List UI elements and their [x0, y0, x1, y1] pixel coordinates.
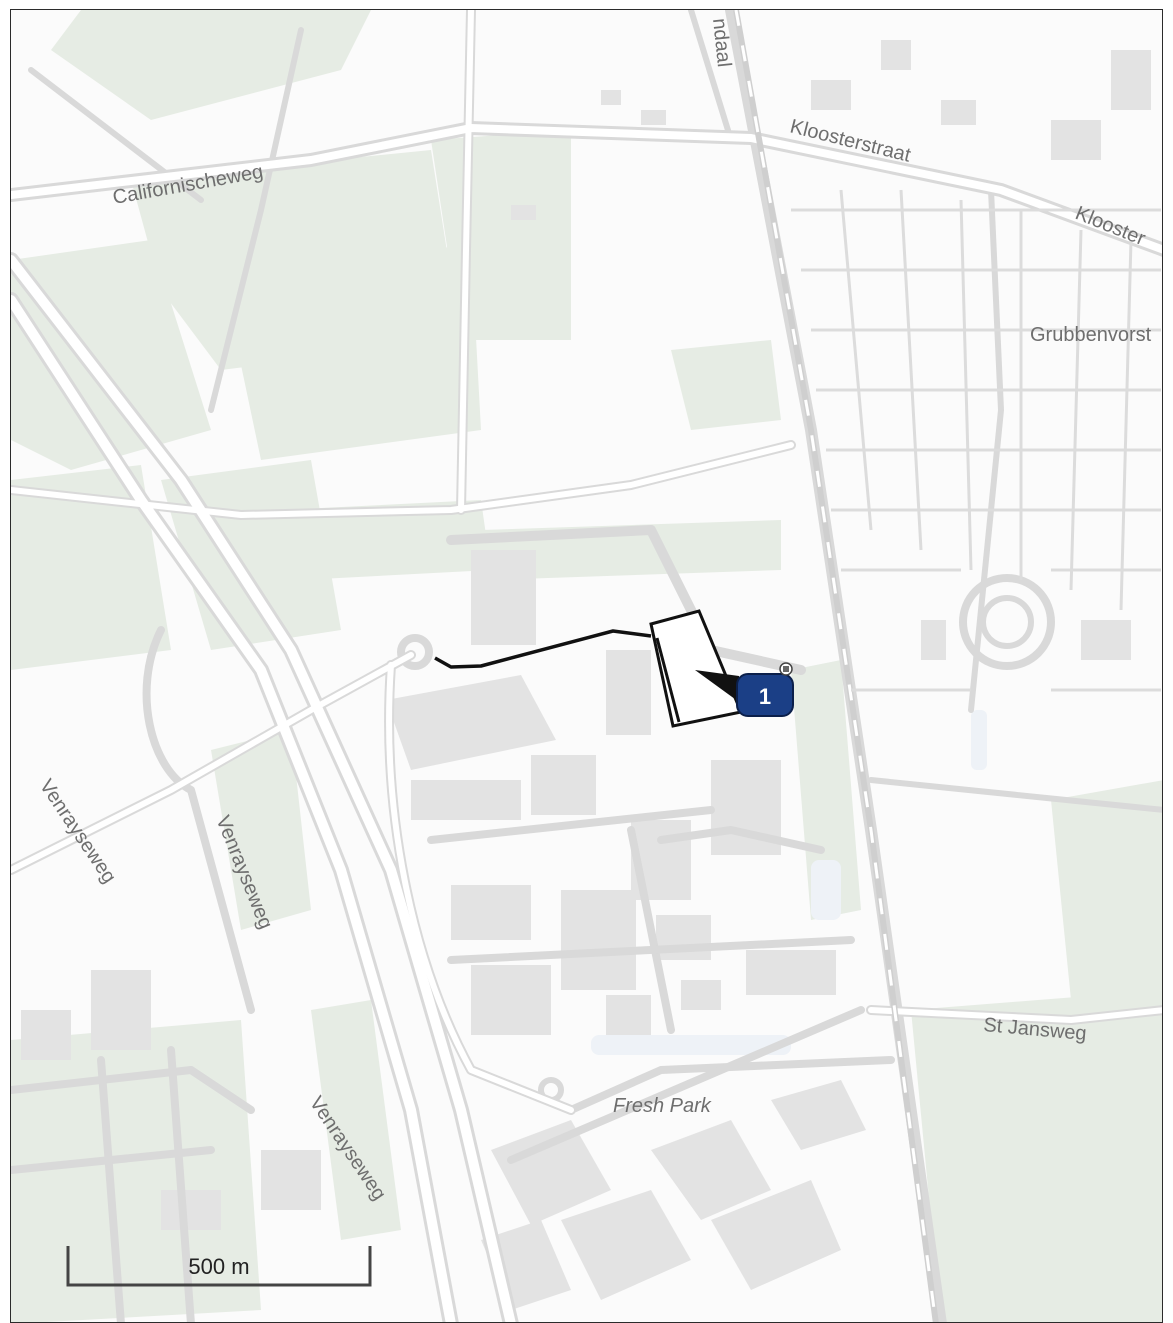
route-line — [434, 629, 652, 669]
residential-grid — [791, 189, 1161, 692]
marker-number: 1 — [759, 684, 771, 709]
location-marker[interactable]: 1 — [695, 662, 794, 717]
parcel-outline — [649, 609, 744, 728]
railway — [733, 10, 939, 1322]
buildings — [21, 40, 1151, 1310]
map-frame[interactable]: 1 Californischeweg Kloosterstraat Kloost… — [10, 9, 1163, 1323]
label-fresh-park: Fresh Park — [613, 1095, 712, 1117]
water-areas — [591, 710, 987, 1055]
label-road-top-partial: ndaal — [708, 17, 735, 68]
label-venrayseweg-a: Venrayseweg — [35, 775, 120, 887]
map-canvas[interactable]: 1 Californischeweg Kloosterstraat Kloost… — [11, 10, 1163, 1323]
scale-bar: 500 m — [66, 1246, 372, 1287]
label-grubbenvorst: Grubbenvorst — [1030, 324, 1152, 346]
scale-bar-label: 500 m — [188, 1254, 249, 1279]
